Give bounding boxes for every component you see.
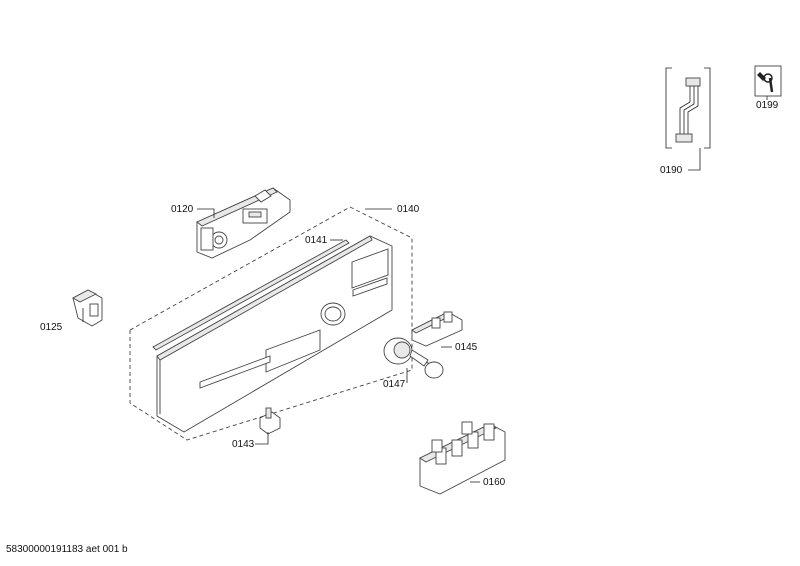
document-id: 58300000191183 aet 001 b <box>6 544 128 555</box>
service-tool-icon <box>754 65 782 97</box>
part-label-0125: 0125 <box>40 322 63 333</box>
knob-part <box>383 337 444 379</box>
part-label-0120: 0120 <box>171 204 194 215</box>
leader-lines <box>82 96 768 483</box>
part-label-0190: 0190 <box>660 165 683 176</box>
part-label-0143: 0143 <box>232 439 255 450</box>
cable-harness-frame <box>665 67 711 149</box>
bracket-part <box>419 421 506 495</box>
trim-strip <box>152 239 350 351</box>
small-clip-part <box>259 407 281 435</box>
part-label-0147: 0147 <box>383 379 406 390</box>
panel-assembly-outline <box>129 206 413 441</box>
control-panel-fascia <box>156 235 393 433</box>
part-label-0140: 0140 <box>397 204 420 215</box>
part-label-0141: 0141 <box>305 235 328 246</box>
control-module <box>196 187 291 259</box>
part-label-0160: 0160 <box>483 477 506 488</box>
holder-part <box>411 311 463 347</box>
part-label-0199: 0199 <box>756 100 779 111</box>
part-label-0145: 0145 <box>455 342 478 353</box>
clip-part <box>72 289 103 327</box>
